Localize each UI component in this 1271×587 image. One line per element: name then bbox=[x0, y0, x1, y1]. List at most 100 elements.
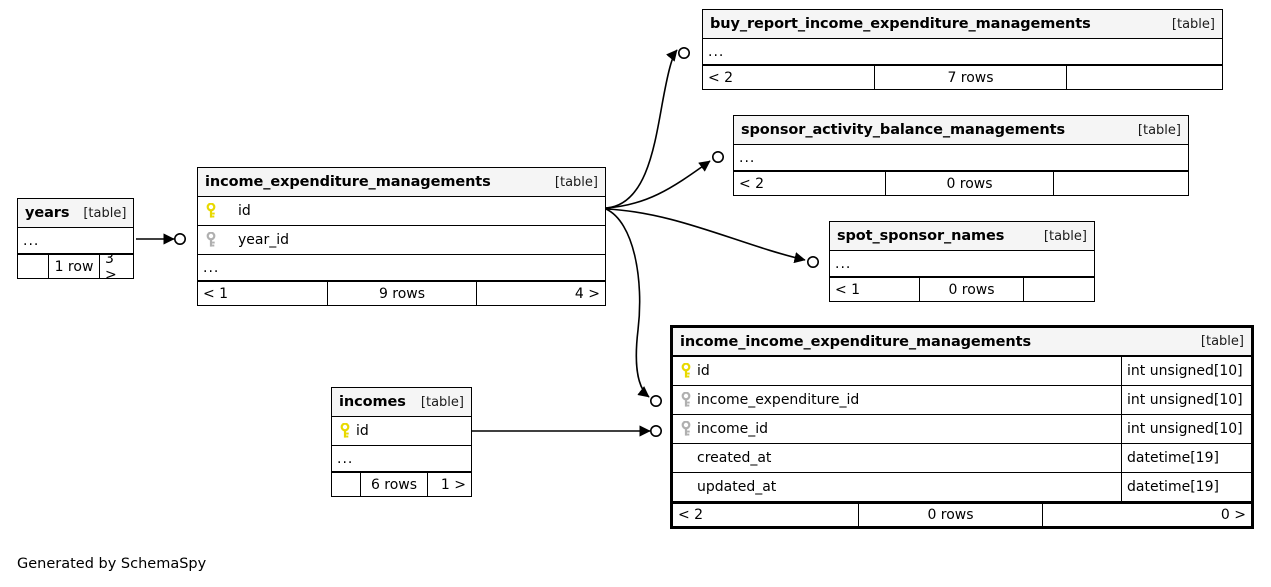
table-name: buy_report_income_expenditure_management… bbox=[710, 16, 1091, 32]
generated-by-label: Generated by SchemaSpy bbox=[17, 556, 207, 572]
footer-parents: < 2 bbox=[678, 507, 704, 523]
edge-iem-to-buy-report bbox=[605, 49, 678, 209]
foreign-key-icon bbox=[679, 392, 693, 408]
column-name-cell: income_expenditure_id bbox=[673, 392, 1121, 408]
footer-children: 1 > bbox=[440, 476, 466, 493]
primary-key-icon bbox=[679, 363, 693, 379]
foreign-key-icon bbox=[204, 232, 218, 248]
table-title: spot_sponsor_names [table] bbox=[830, 222, 1094, 251]
footer-parents bbox=[18, 255, 48, 278]
table-node-incomes[interactable]: incomes [table] id ... bbox=[331, 387, 472, 497]
column-name-cell: id bbox=[198, 203, 605, 219]
column-name-cell: income_id bbox=[673, 421, 1121, 437]
column-label: year_id bbox=[238, 232, 290, 248]
column-label: income_expenditure_id bbox=[697, 392, 860, 408]
column-label: updated_at bbox=[697, 479, 777, 495]
edge-endpoint-zero bbox=[174, 233, 187, 246]
table-tag: [table] bbox=[83, 205, 127, 221]
table-title: sponsor_activity_balance_managements [ta… bbox=[734, 116, 1188, 145]
footer-parents: < 1 bbox=[203, 285, 229, 302]
table-node-spot-sponsor-names[interactable]: spot_sponsor_names [table] ... < 1 0 row… bbox=[829, 221, 1095, 302]
table-name: income_income_expenditure_managements bbox=[680, 333, 1031, 350]
footer-children: 3 > bbox=[105, 255, 117, 278]
table-title: years [table] bbox=[18, 199, 133, 228]
footer-parents bbox=[332, 473, 360, 496]
column-label: id bbox=[697, 363, 710, 379]
table-footer: < 2 7 rows bbox=[703, 65, 1222, 89]
footer-rowcount: 0 rows bbox=[858, 504, 1043, 526]
edge-iem-to-spot-sponsor-names bbox=[605, 208, 806, 264]
table-footer: < 2 0 rows bbox=[734, 171, 1188, 195]
footer-parents: < 2 bbox=[708, 69, 734, 86]
table-tag: [table] bbox=[554, 174, 598, 190]
column-label: created_at bbox=[697, 450, 772, 466]
column-type: datetime[19] bbox=[1121, 444, 1251, 472]
footer-children: 0 > bbox=[1220, 507, 1246, 523]
table-node-income-expenditure-managements[interactable]: income_expenditure_managements [table] i… bbox=[197, 167, 606, 306]
column-row-income-id[interactable]: income_id int unsigned[10] bbox=[673, 415, 1251, 444]
column-list: id bbox=[332, 417, 471, 446]
table-footer: 1 row 3 > bbox=[18, 254, 133, 278]
table-title: income_expenditure_managements [table] bbox=[198, 168, 605, 197]
columns-ellipsis: ... bbox=[830, 251, 1094, 277]
footer-children bbox=[1054, 172, 1188, 195]
column-label: income_id bbox=[697, 421, 769, 437]
edge-iem-to-focus-income-expenditure-id bbox=[605, 208, 650, 398]
column-type: int unsigned[10] bbox=[1121, 386, 1251, 414]
column-name-cell: id bbox=[673, 363, 1121, 379]
column-row-id[interactable]: id bbox=[332, 417, 471, 446]
edge-iem-to-sponsor-activity-balance bbox=[605, 160, 711, 209]
table-node-years[interactable]: years [table] ... 1 row 3 > bbox=[17, 198, 134, 279]
table-name: incomes bbox=[339, 394, 406, 410]
column-name-cell: created_at bbox=[673, 450, 1121, 466]
footer-rowcount: 6 rows bbox=[360, 473, 428, 496]
edge-endpoint-zero bbox=[806, 255, 819, 268]
table-tag: [table] bbox=[420, 394, 464, 410]
table-tag: [table] bbox=[1137, 122, 1181, 138]
columns-ellipsis: ... bbox=[18, 228, 133, 254]
column-row-created-at[interactable]: created_at datetime[19] bbox=[673, 444, 1251, 473]
columns-ellipsis: ... bbox=[198, 255, 605, 281]
column-list: id int unsigned[10] income_expenditure_i… bbox=[673, 357, 1251, 502]
footer-rowcount: 0 rows bbox=[919, 278, 1024, 301]
footer-parents: < 2 bbox=[739, 175, 765, 192]
column-row-year-id[interactable]: year_id bbox=[198, 226, 605, 255]
table-footer: < 2 0 rows 0 > bbox=[673, 502, 1251, 526]
column-type: datetime[19] bbox=[1121, 473, 1251, 501]
footer-rowcount: 0 rows bbox=[885, 172, 1054, 195]
table-title: incomes [table] bbox=[332, 388, 471, 417]
column-row-id[interactable]: id int unsigned[10] bbox=[673, 357, 1251, 386]
column-row-income-expenditure-id[interactable]: income_expenditure_id int unsigned[10] bbox=[673, 386, 1251, 415]
footer-children bbox=[1067, 66, 1222, 89]
column-name-cell: updated_at bbox=[673, 479, 1121, 495]
table-tag: [table] bbox=[1171, 16, 1215, 32]
table-name: years bbox=[25, 205, 70, 221]
table-title: buy_report_income_expenditure_management… bbox=[703, 10, 1222, 39]
table-node-sponsor-activity-balance-managements[interactable]: sponsor_activity_balance_managements [ta… bbox=[733, 115, 1189, 196]
table-name: spot_sponsor_names bbox=[837, 228, 1005, 244]
edge-endpoint-zero bbox=[649, 394, 662, 407]
column-name-cell: id bbox=[332, 423, 471, 439]
footer-children bbox=[1024, 278, 1094, 301]
columns-ellipsis: ... bbox=[734, 145, 1188, 171]
foreign-key-icon bbox=[679, 421, 693, 437]
columns-ellipsis: ... bbox=[703, 39, 1222, 65]
edge-endpoint-zero bbox=[649, 424, 662, 437]
edge-endpoint-zero bbox=[677, 46, 690, 59]
footer-rowcount: 9 rows bbox=[327, 282, 477, 305]
footer-rowcount: 1 row bbox=[48, 255, 100, 278]
table-name: sponsor_activity_balance_managements bbox=[741, 122, 1065, 138]
table-footer: 6 rows 1 > bbox=[332, 472, 471, 496]
table-tag: [table] bbox=[1043, 228, 1087, 244]
table-node-income-income-expenditure-managements[interactable]: income_income_expenditure_managements [t… bbox=[670, 325, 1254, 529]
column-name-cell: year_id bbox=[198, 232, 605, 248]
table-title: income_income_expenditure_managements [t… bbox=[673, 328, 1251, 357]
column-row-id[interactable]: id bbox=[198, 197, 605, 226]
table-name: income_expenditure_managements bbox=[205, 174, 491, 190]
column-row-updated-at[interactable]: updated_at datetime[19] bbox=[673, 473, 1251, 502]
columns-ellipsis: ... bbox=[332, 446, 471, 472]
column-list: id year_id bbox=[198, 197, 605, 255]
table-node-buy-report-income-expenditure-managements[interactable]: buy_report_income_expenditure_management… bbox=[702, 9, 1223, 90]
column-label: id bbox=[238, 203, 251, 219]
